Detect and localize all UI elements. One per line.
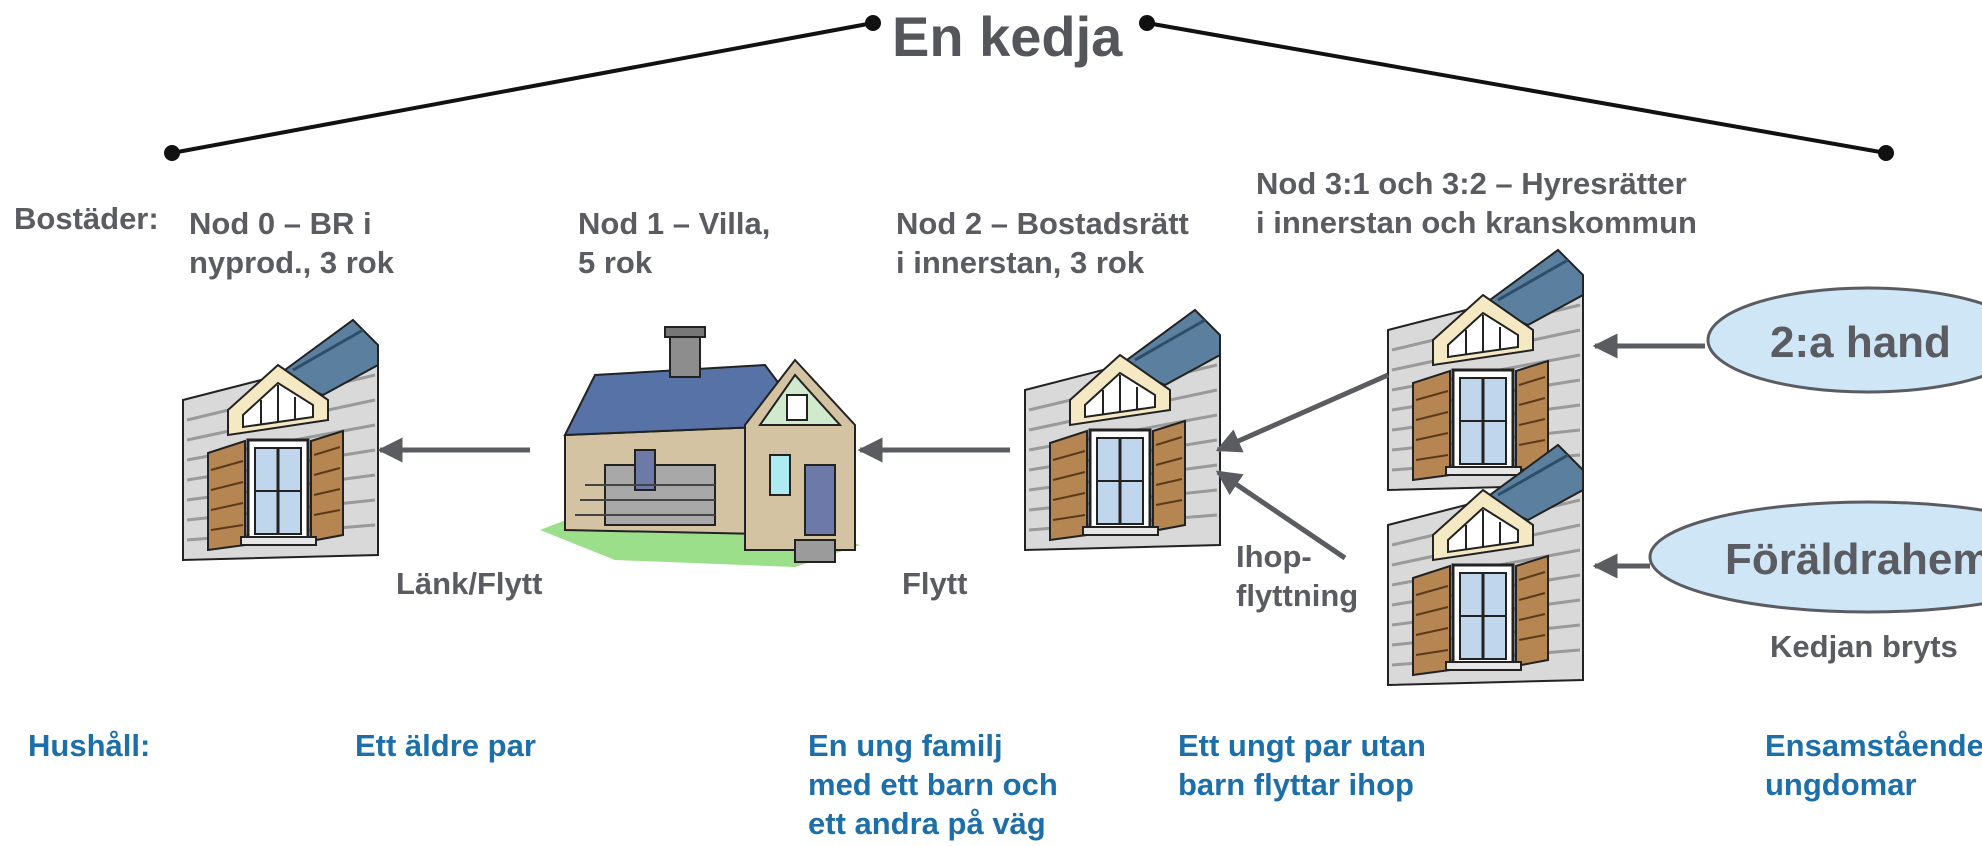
- second-hand-text: 2:a hand: [1770, 318, 1951, 367]
- chain-connector-lines: [164, 15, 1894, 161]
- parental-home-text: Föräldrahem: [1725, 535, 1982, 584]
- household-1-label: Ett äldre par: [355, 728, 536, 763]
- node-3-label: Nod 3:1 och 3:2 – Hyresrätter i innersta…: [1256, 166, 1697, 240]
- chain-breaks-label: Kedjan bryts: [1770, 629, 1958, 664]
- node-1-label: Nod 1 – Villa, 5 rok: [578, 206, 771, 280]
- household-3-label: Ett ungt par utan barn flyttar ihop: [1178, 728, 1426, 802]
- housing-row-label: Bostäder:: [14, 201, 159, 236]
- households-row-label: Hushåll:: [28, 728, 151, 763]
- node-0-label: Nod 0 – BR i nyprod., 3 rok: [189, 206, 394, 280]
- diagram-title: En kedja: [892, 5, 1123, 68]
- link-move-label: Länk/Flytt: [396, 566, 543, 601]
- move-label: Flytt: [902, 566, 968, 601]
- moving-in-together-label: Ihop- flyttning: [1236, 539, 1359, 613]
- household-4-label: Ensamstående ungdomar: [1765, 728, 1982, 802]
- villa-node-1-icon: [539, 326, 861, 568]
- move-arrows: [377, 333, 1705, 579]
- apartment-node-2-icon: [1023, 308, 1222, 552]
- node-2-label: Nod 2 – Bostadsrätt i innerstan, 3 rok: [896, 206, 1189, 280]
- parental-home-oval: [1648, 500, 1982, 614]
- second-hand-oval: [1706, 286, 1982, 394]
- household-2-label: En ung familj med ett barn och ett andra…: [808, 728, 1058, 841]
- apartment-node-0-icon: [181, 318, 380, 562]
